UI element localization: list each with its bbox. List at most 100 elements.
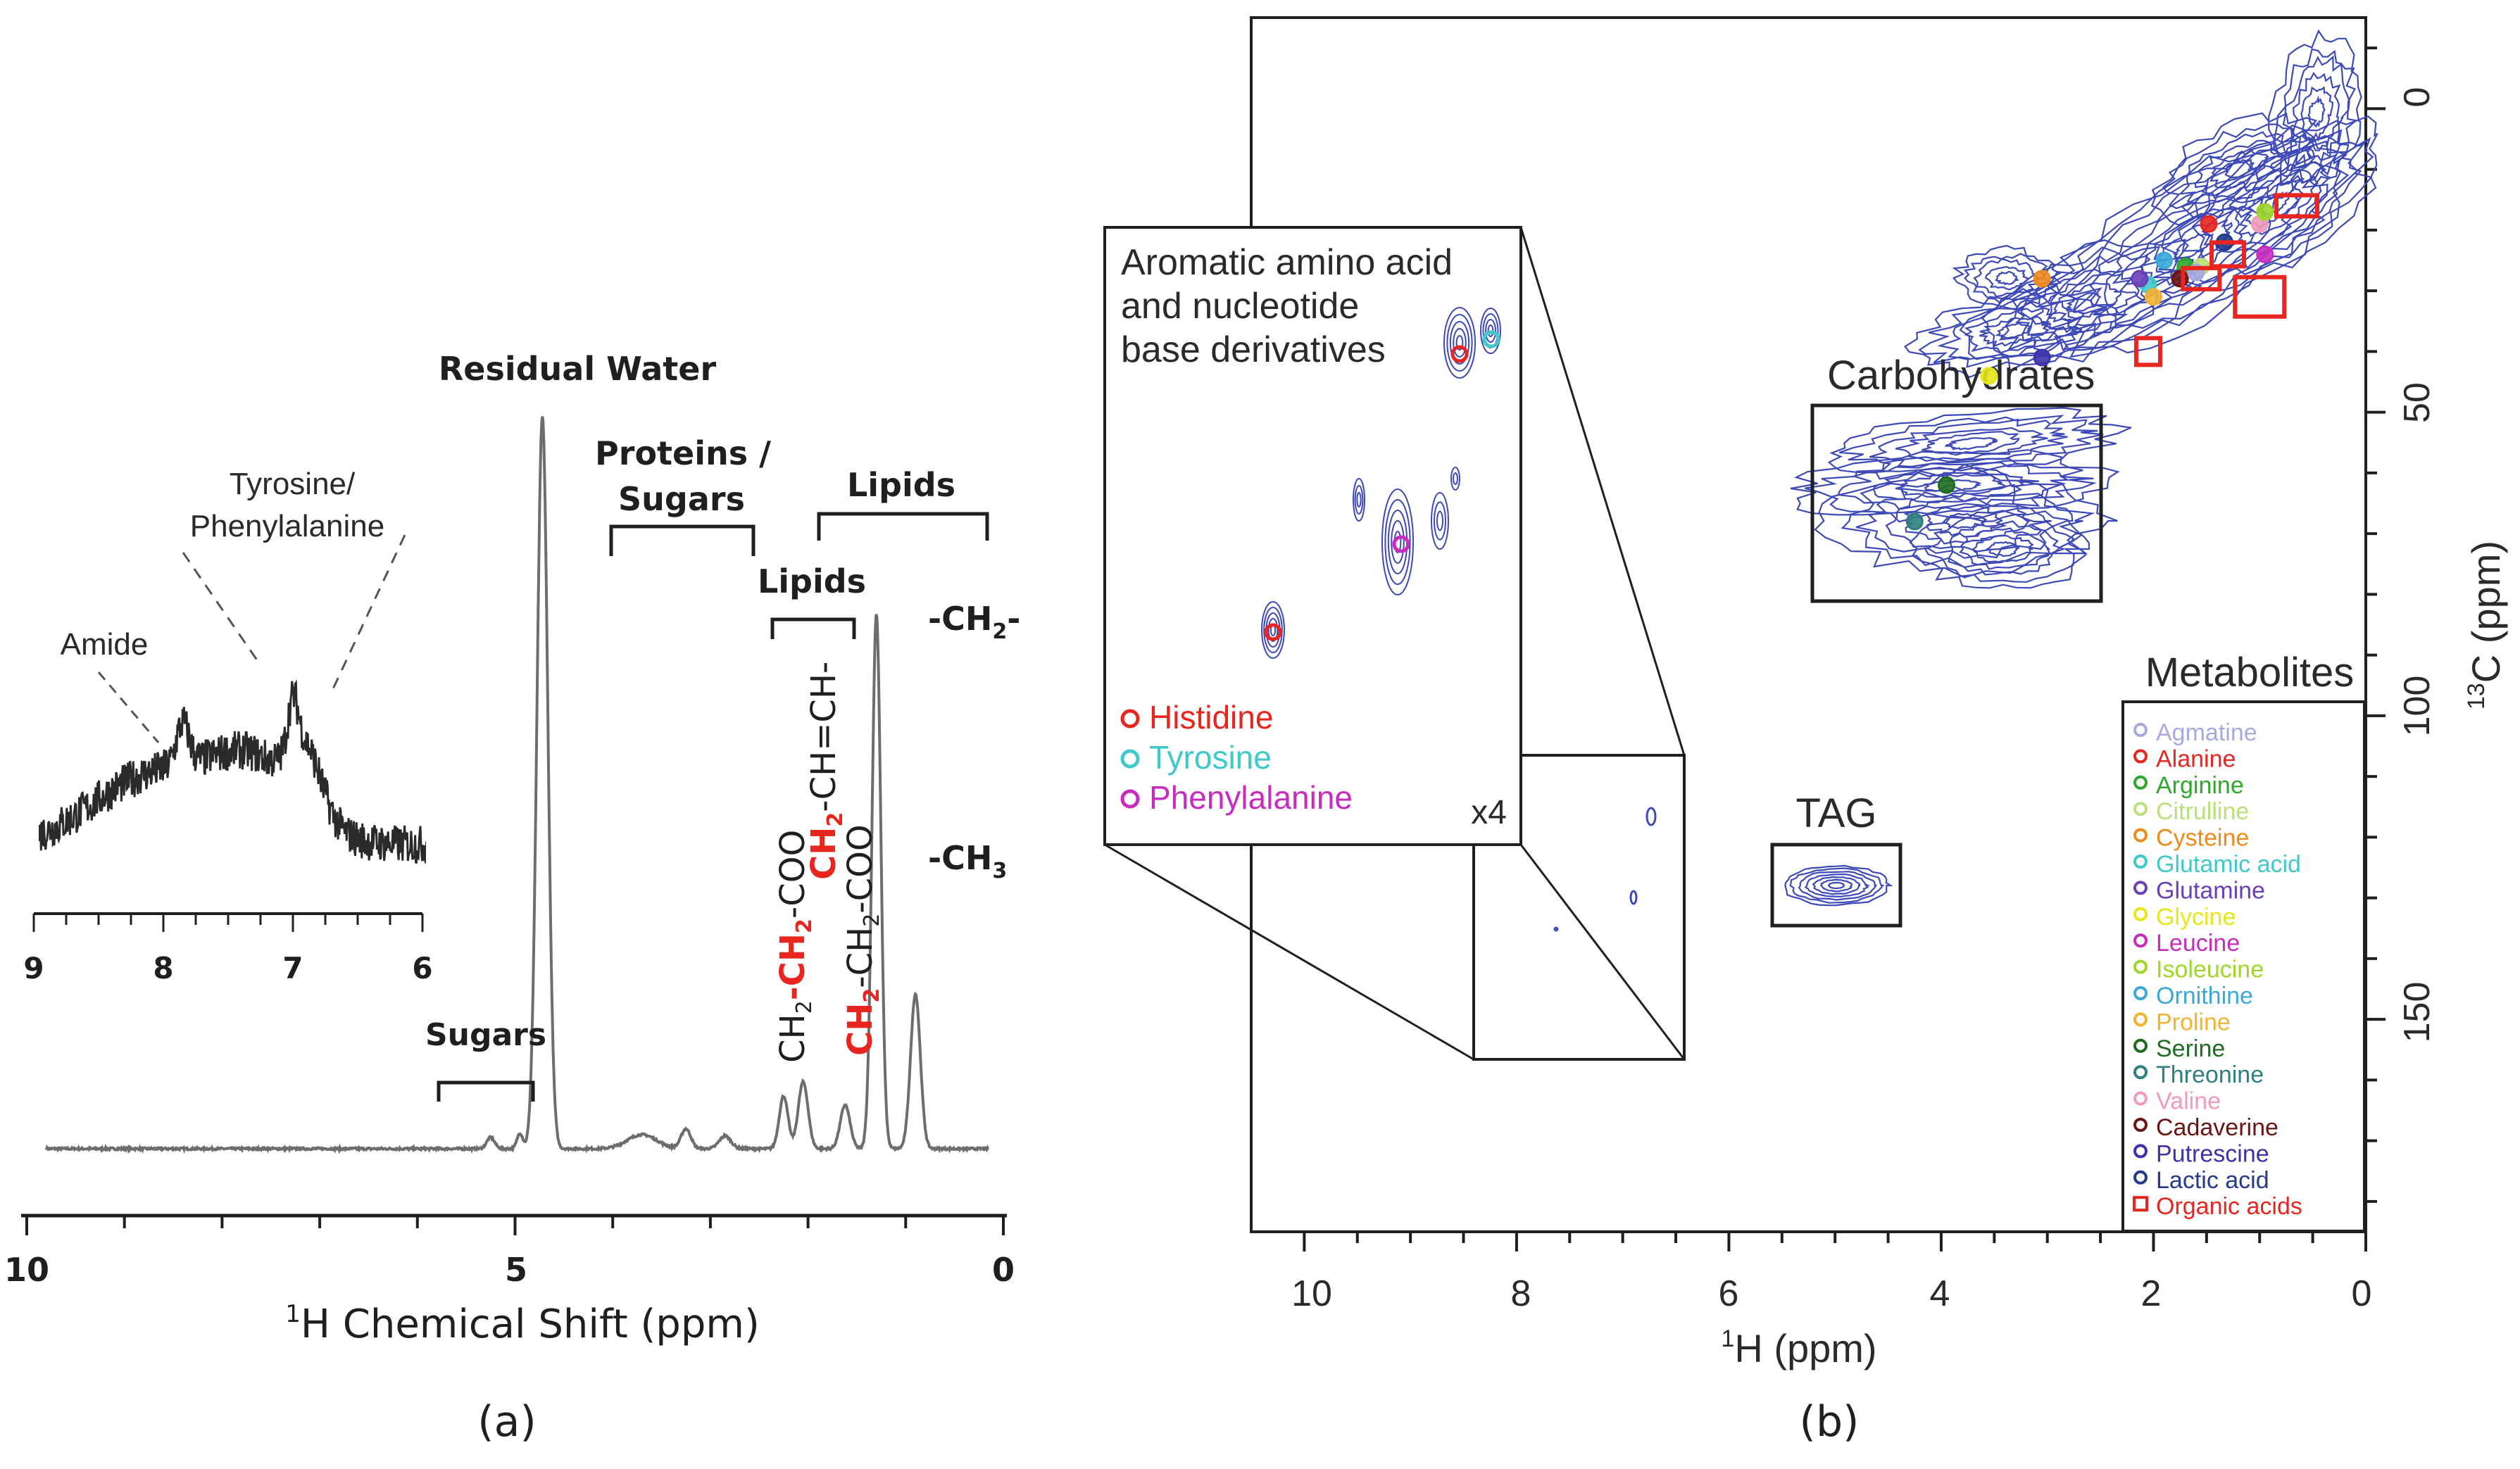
contour-line xyxy=(1998,254,2174,352)
legend-marker xyxy=(1120,709,1140,729)
x-tick-label: 10 xyxy=(1291,1273,1332,1314)
contour-line xyxy=(1434,501,1446,541)
legend-marker xyxy=(2133,959,2148,974)
organic-acid-box xyxy=(2209,240,2247,269)
residual-water-label: Residual Water xyxy=(439,350,717,388)
metabolites-legend: AgmatineAlanineArginineCitrullineCystein… xyxy=(2133,719,2302,1220)
inset-marker-histidine xyxy=(1264,623,1282,641)
legend-marker xyxy=(2133,1144,2148,1159)
legend-marker xyxy=(2133,1038,2148,1053)
contour-line xyxy=(1948,520,2064,576)
amide-label: Amide xyxy=(61,627,149,662)
contour-line xyxy=(1869,418,2068,468)
organic-acid-box xyxy=(2133,336,2162,367)
inset-guide-line xyxy=(330,534,406,694)
inset-marker-histidine xyxy=(1450,345,1469,363)
legend-marker xyxy=(2133,1091,2148,1106)
sugars-bracket xyxy=(437,1080,535,1102)
legend-label: Citrulline xyxy=(2156,798,2249,825)
metabolites-legend-box xyxy=(2121,700,2366,1232)
contour-line xyxy=(2065,291,2102,313)
legend-label: Threonine xyxy=(2156,1061,2264,1088)
contour-line xyxy=(1391,520,1405,564)
legend-marker xyxy=(2133,1170,2148,1185)
legend-marker xyxy=(2133,1118,2148,1132)
contour-line xyxy=(1431,492,1449,550)
contour-line xyxy=(1985,265,2029,291)
contour-line xyxy=(1972,534,2034,563)
tag-label: TAG xyxy=(1796,790,1877,836)
legend-label: Glycine xyxy=(2156,904,2236,931)
zoom-factor-label: x4 xyxy=(1471,794,1507,831)
contour-line xyxy=(1855,484,2074,560)
contour-line xyxy=(2047,282,2122,323)
metabolite-marker xyxy=(2033,270,2051,288)
legend-marker xyxy=(2133,1065,2148,1080)
contour-plot xyxy=(1553,29,2378,932)
proteins-sugars-label: Proteins / xyxy=(595,434,771,472)
metabolite-marker xyxy=(2200,215,2218,233)
carbohydrates-label: Carbohydrates xyxy=(1827,353,2095,398)
contour-line xyxy=(1909,510,2090,589)
contour-line xyxy=(1485,319,1496,343)
lipids-bracket-lower xyxy=(770,617,856,639)
contour-line xyxy=(1827,407,2132,480)
legend-marker xyxy=(2133,881,2148,895)
metabolite-markers xyxy=(1905,193,2320,531)
phenylalanine-label: Phenylalanine xyxy=(190,509,384,543)
inset-marker-phenylalanine xyxy=(1392,535,1410,553)
ch3-label: -CH3 xyxy=(928,839,1007,883)
inset-tick-label: 8 xyxy=(153,951,173,985)
legend-label: Leucine xyxy=(2156,930,2240,957)
contour-line xyxy=(2224,158,2255,179)
contour-line xyxy=(1453,472,1458,485)
x-tick-label: 0 xyxy=(992,1251,1015,1289)
proteins-sugars-label: Sugars xyxy=(618,480,745,518)
y-tick-label: 150 xyxy=(2397,982,2438,1043)
contour-line xyxy=(2194,139,2284,199)
contour-line xyxy=(1837,461,2071,510)
legend-label: Glutamine xyxy=(2156,877,2265,904)
zoom-connector xyxy=(1519,227,1686,756)
contour-line xyxy=(1784,864,1893,907)
panel-b-hsqc-spectrum: 10 8 6 4 2 0 0 50 100 150 1H (ppm) 13C (… xyxy=(1103,16,2508,1446)
contour-line xyxy=(1789,867,1885,904)
zoom-connector xyxy=(1104,843,1474,1061)
contour-line xyxy=(1798,871,1878,901)
contour-line xyxy=(1937,301,2083,360)
contour-line xyxy=(2150,112,2318,226)
contour-line xyxy=(2307,95,2326,128)
contour-line xyxy=(1979,315,2051,348)
contour-line xyxy=(1959,239,2205,372)
inset-spectrum-line xyxy=(39,679,426,864)
contour-line xyxy=(1443,307,1476,379)
spectrum-line xyxy=(44,416,989,1154)
x-tick-label: 8 xyxy=(1511,1273,1531,1314)
tag-box xyxy=(1770,843,1902,928)
legend-label: Putrescine xyxy=(2156,1140,2269,1167)
legend-label: Ornithine xyxy=(2156,983,2253,1009)
legend-marker xyxy=(2133,723,2148,737)
contour-line xyxy=(1804,873,1871,898)
contour-line xyxy=(1944,436,1998,450)
contour-line xyxy=(1985,541,2020,557)
legend-marker xyxy=(2133,802,2148,817)
y-tick-label: 50 xyxy=(2397,382,2438,423)
legend-marker xyxy=(1120,789,1140,809)
contour-line xyxy=(1453,328,1467,358)
sugars-label: Sugars xyxy=(425,1017,546,1053)
legend-marker xyxy=(2133,1012,2148,1027)
legend-marker xyxy=(2133,907,2148,921)
contour-line xyxy=(1791,449,2120,523)
panel-a-nmr-spectrum: 9 8 7 6 Amide Tyrosine/ Phenylalanine 10… xyxy=(4,350,1020,1446)
contour-line xyxy=(2209,149,2269,189)
formula-ch2-ch-ch: CH2-CH=CH- xyxy=(804,662,848,880)
inset-tick-label: 9 xyxy=(23,951,44,985)
contour-line xyxy=(1973,258,2041,298)
contour-line xyxy=(1924,513,2080,583)
contour-line xyxy=(1629,890,1638,905)
legend-label: Alanine xyxy=(2156,745,2236,772)
contour-line xyxy=(1450,467,1460,491)
aromatic-inset-title: and nucleotide xyxy=(1121,286,1359,327)
